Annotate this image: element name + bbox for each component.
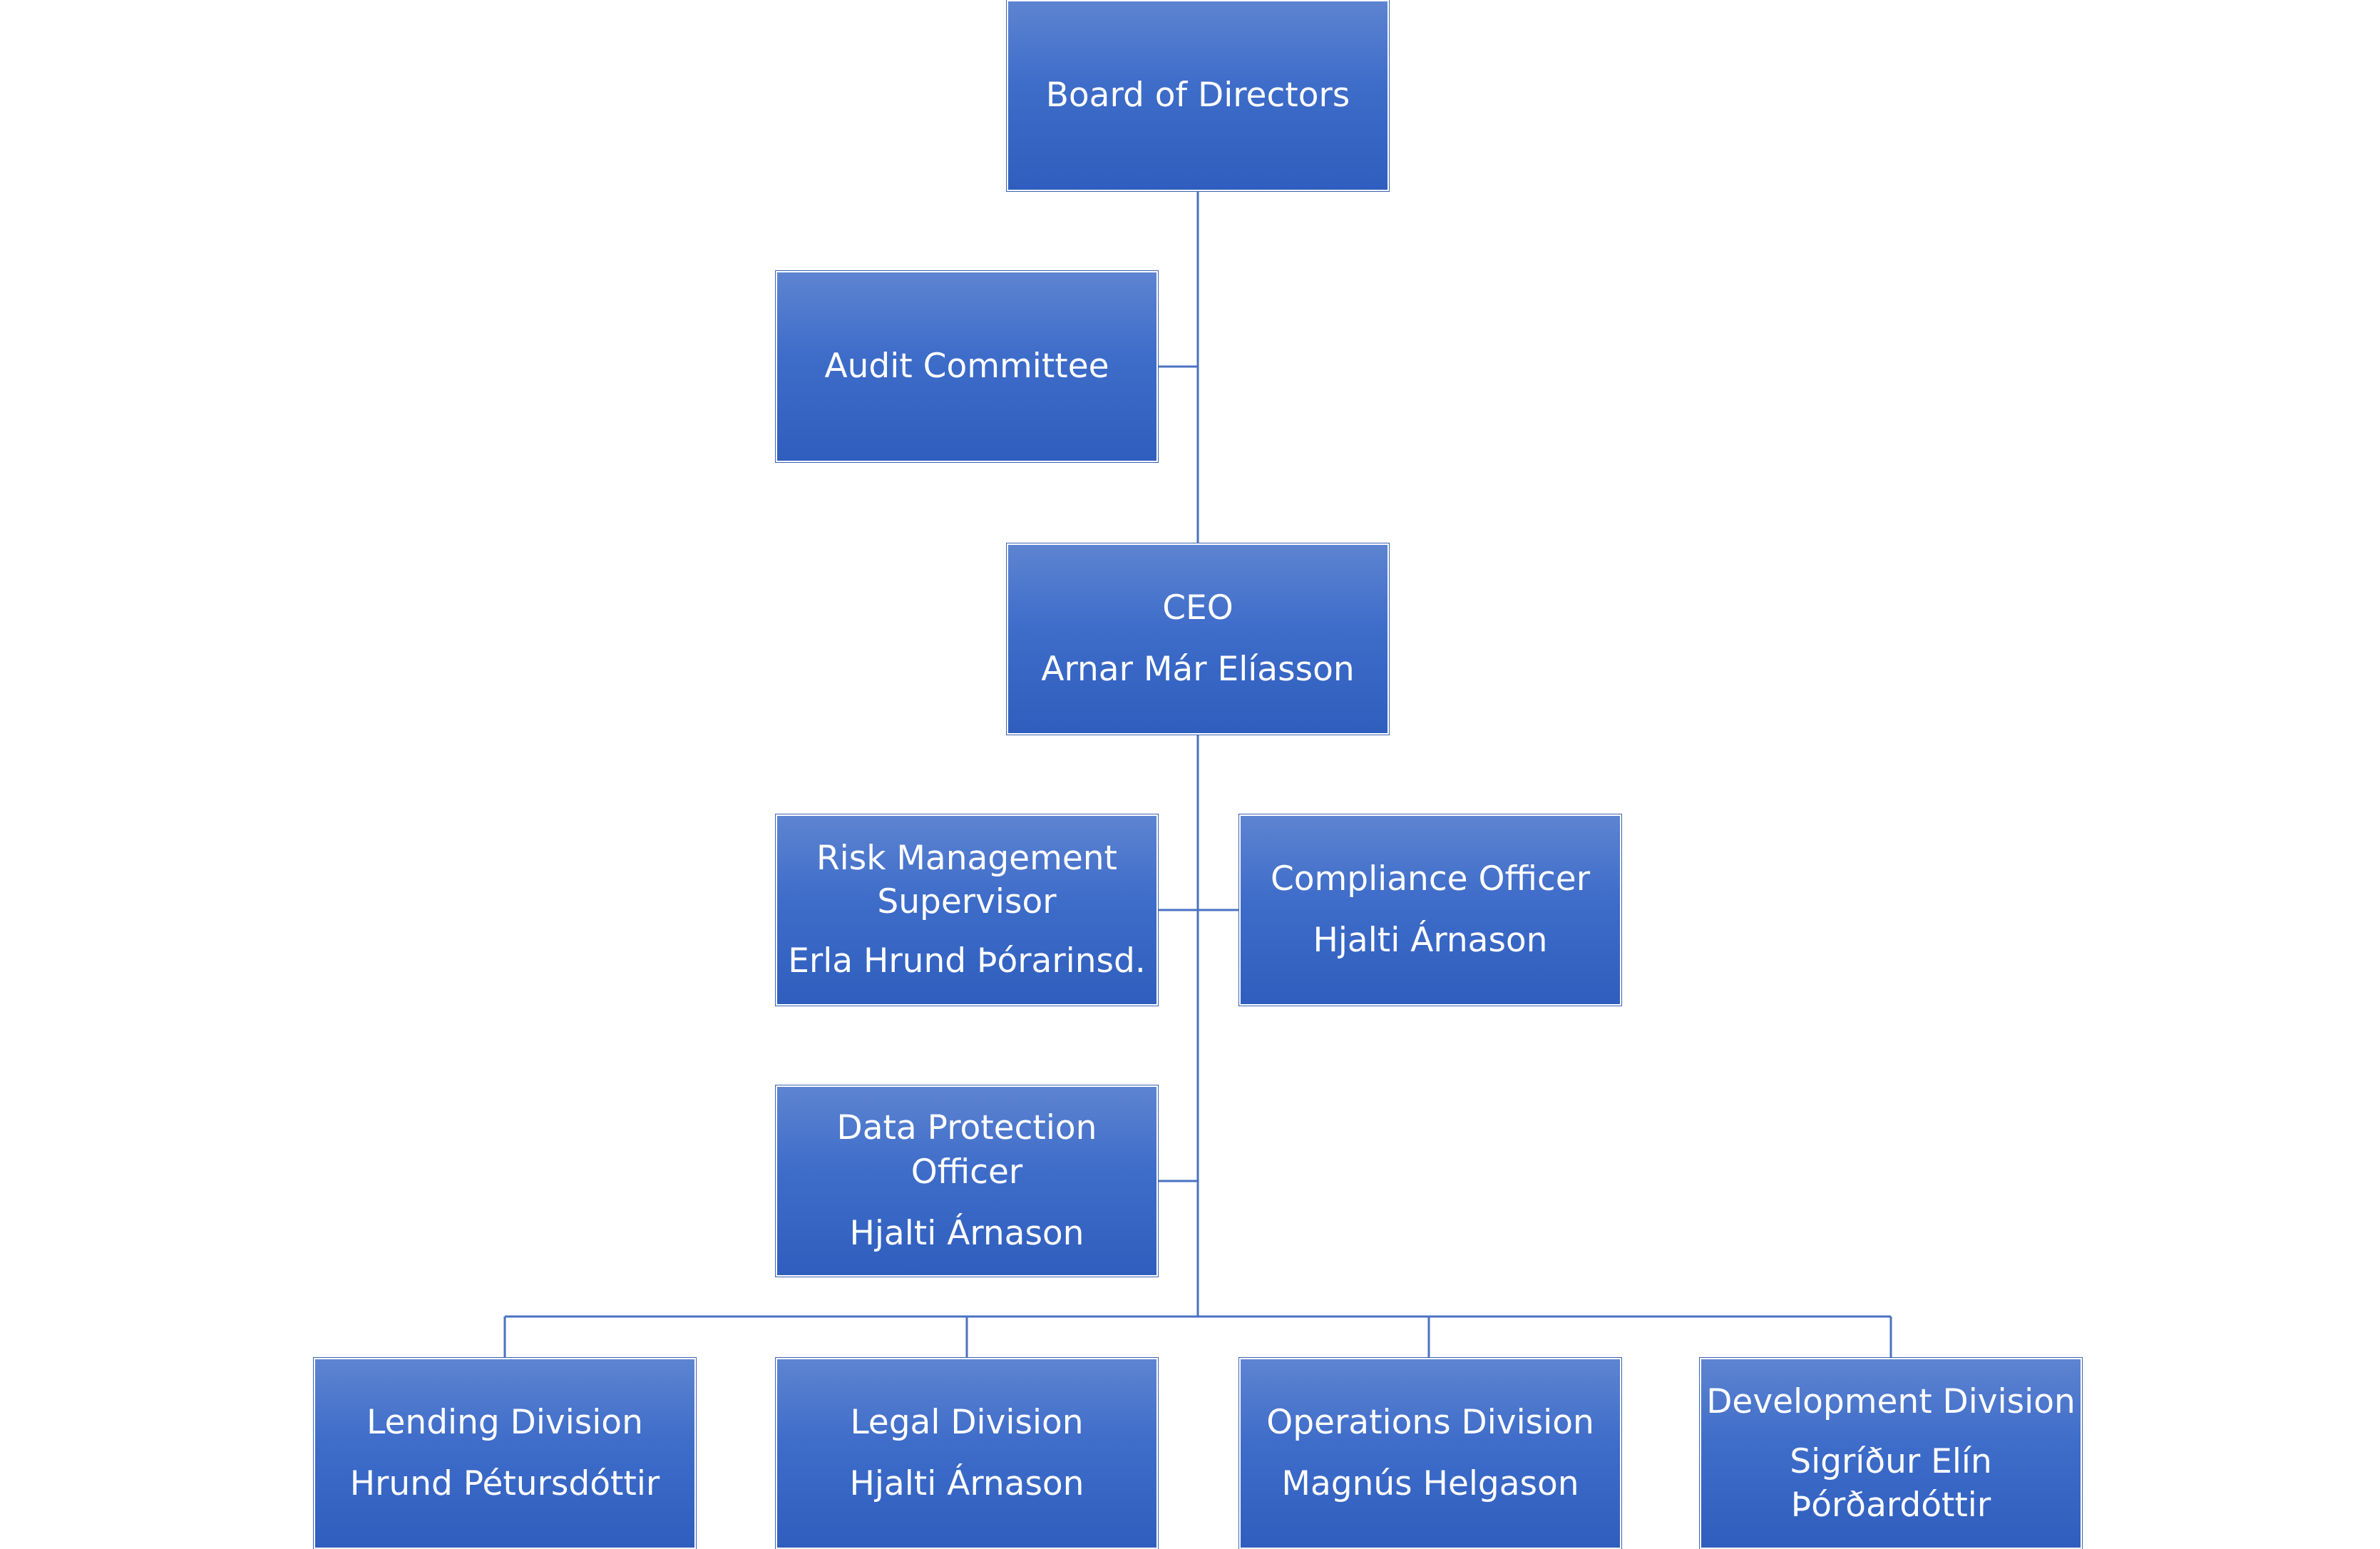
- box-person-name: Sigríður Elín Þórðardóttir: [1790, 1442, 1992, 1525]
- box-person-name: Hrund Pétursdóttir: [349, 1464, 660, 1503]
- box-title: Data Protection Officer: [836, 1108, 1097, 1192]
- box-title: Audit Committee: [824, 347, 1109, 386]
- box-title: CEO: [1162, 588, 1233, 628]
- box-title: Development Division: [1706, 1382, 2076, 1421]
- box-title: Operations Division: [1266, 1403, 1594, 1442]
- compliance-officer-box: Compliance Officer Hjalti Árnason: [1239, 814, 1621, 1006]
- ceo-box: CEO Arnar Már Elíasson: [1007, 543, 1389, 735]
- data-protection-officer-box: Data Protection Officer Hjalti Árnason: [776, 1085, 1158, 1277]
- box-person-name: Hjalti Árnason: [849, 1464, 1084, 1503]
- box-person-name: Magnús Helgason: [1281, 1464, 1579, 1503]
- box-person-name: Erla Hrund Þórarinsd.: [788, 941, 1146, 981]
- box-person-name: Arnar Már Elíasson: [1041, 650, 1355, 689]
- box-title: Risk Management Supervisor: [816, 839, 1117, 921]
- lending-division-box: Lending Division Hrund Pétursdóttir: [314, 1358, 696, 1549]
- audit-committee-box: Audit Committee: [776, 271, 1158, 462]
- development-division-box: Development Division Sigríður Elín Þórða…: [1700, 1358, 2082, 1549]
- box-person-name: Hjalti Árnason: [849, 1214, 1084, 1253]
- box-person-name: Hjalti Árnason: [1313, 921, 1548, 960]
- box-title: Board of Directors: [1045, 76, 1350, 115]
- board-of-directors-box: Board of Directors: [1007, 0, 1389, 191]
- box-title: Compliance Officer: [1270, 859, 1591, 899]
- legal-division-box: Legal Division Hjalti Árnason: [776, 1358, 1158, 1549]
- box-title: Lending Division: [366, 1403, 643, 1442]
- risk-management-box: Risk Management Supervisor Erla Hrund Þó…: [776, 814, 1158, 1006]
- operations-division-box: Operations Division Magnús Helgason: [1239, 1358, 1621, 1549]
- box-title: Legal Division: [850, 1403, 1084, 1442]
